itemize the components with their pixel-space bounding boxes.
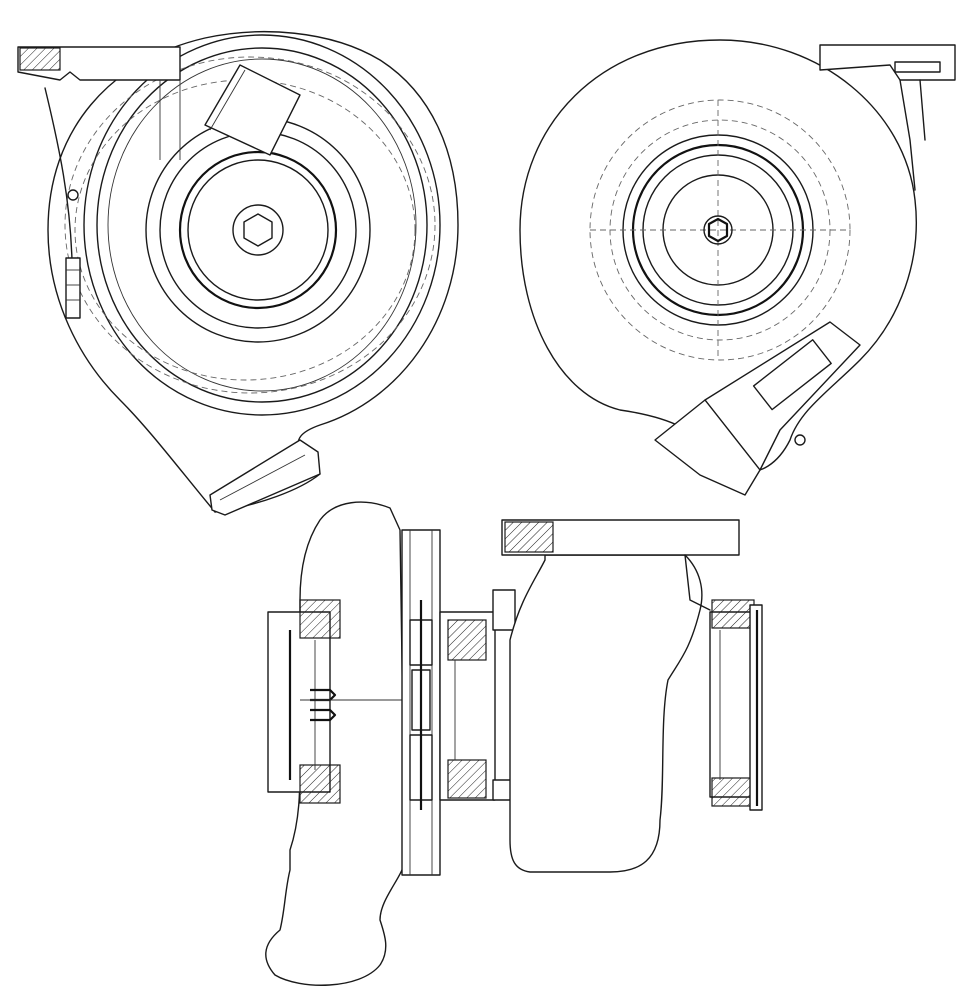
bearing-seal-upper: [447, 619, 487, 661]
compressor-inlet-flange: [267, 611, 331, 793]
sensor-lead: [44, 87, 73, 261]
compressor-outlet-tube: [204, 64, 301, 156]
bearing-seal-lower: [447, 759, 487, 799]
sensor-fitting: [67, 189, 79, 201]
outlet-flange-section-top: [711, 599, 755, 629]
compressor-side-view: [17, 31, 459, 516]
turbine-nut-ring: [703, 215, 733, 245]
inlet-flange-section-top: [299, 599, 341, 639]
top-flange-support: [684, 554, 711, 611]
top-flange-section: [504, 521, 554, 553]
bracket-slot: [894, 61, 941, 73]
housing-ring-2: [96, 47, 428, 403]
housing-ring-3: [107, 58, 417, 392]
turbine-nut-hex: [707, 217, 729, 243]
sensor-body: [65, 257, 81, 319]
turbine-outlet-pipe: [709, 611, 756, 798]
clamp-band: [492, 589, 516, 631]
impeller-nut-hex: [243, 213, 273, 247]
exhaust-port-window: [752, 339, 832, 411]
turbine-side-view: [519, 39, 956, 496]
turbine-inlet-flange: [654, 399, 761, 496]
turbine-hidden-ring: [589, 99, 851, 361]
bracket-section: [19, 47, 61, 71]
side-section-view: [265, 501, 763, 986]
housing-ring-1: [83, 34, 441, 416]
bracket-support: [899, 79, 916, 191]
turbine-housing-profile: [509, 554, 703, 873]
exhaust-port-hole: [794, 434, 806, 446]
housing-hidden-ring: [64, 56, 436, 394]
inlet-inner-ring: [187, 159, 329, 301]
outlet-tube-line: [209, 69, 246, 131]
impeller-nose-ring: [232, 204, 284, 256]
inlet-flange-section-bottom: [299, 764, 341, 804]
compressor-outlet-flange: [209, 439, 321, 516]
flange-line: [219, 454, 306, 501]
inlet-bore-ring: [178, 150, 338, 310]
bracket-support-2: [919, 79, 926, 141]
outlet-flange-section-bottom: [711, 777, 755, 807]
